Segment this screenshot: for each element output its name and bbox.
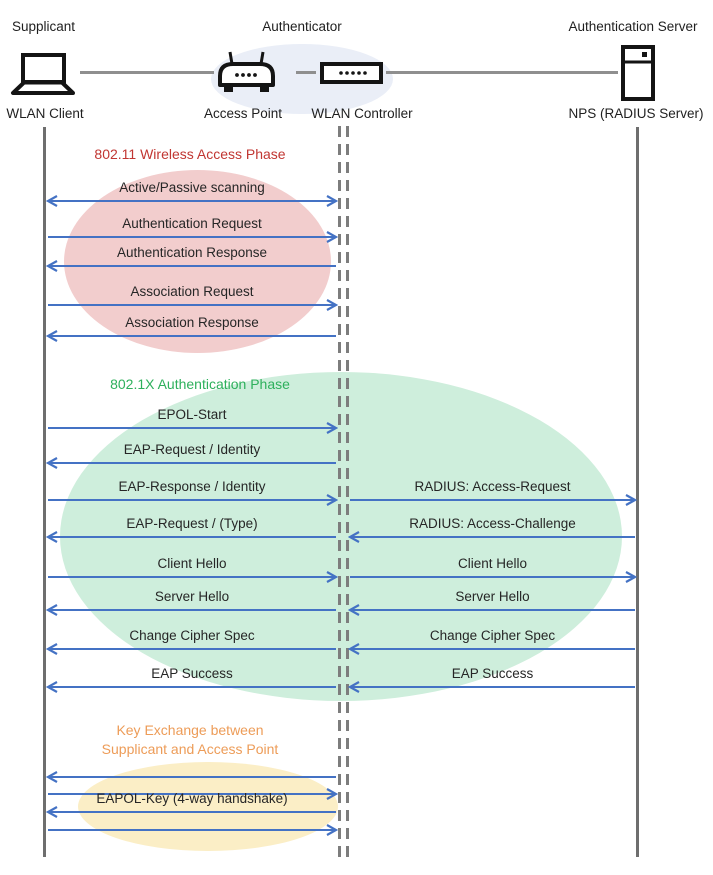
message-label: EAP-Request / Identity [123, 442, 261, 457]
lifeline-authenticator-left [338, 126, 341, 857]
message-label: Association Request [130, 284, 254, 299]
role-authenticator: Authenticator [262, 19, 342, 34]
message-label: EAP Success [151, 666, 233, 681]
message-label: EPOL-Start [157, 407, 227, 422]
message-label: Change Cipher Spec [129, 628, 255, 643]
phase2-title: 802.1X Authentication Phase [110, 376, 290, 392]
phase3-ellipse [78, 762, 338, 851]
connector-ap-controller [296, 71, 316, 74]
message-label: EAP-Request / (Type) [126, 516, 258, 531]
phase3-title: Key Exchange between Supplicant and Acce… [30, 721, 350, 759]
server-icon [621, 45, 655, 101]
message-label: EAP-Response / Identity [118, 479, 266, 494]
phase1-title: 802.11 Wireless Access Phase [94, 146, 286, 162]
device-label-wlan-client: WLAN Client [6, 106, 84, 121]
lifeline-authenticator-right [346, 126, 349, 857]
message-label: Client Hello [157, 556, 227, 571]
phase3-title-line2: Supplicant and Access Point [101, 741, 279, 757]
lifeline-radius-server [636, 127, 639, 857]
message-label: RADIUS: Access-Request [414, 479, 571, 494]
device-label-access-point: Access Point [203, 106, 283, 121]
role-supplicant: Supplicant [12, 19, 76, 34]
message-label: RADIUS: Access-Challenge [409, 516, 576, 531]
connector-client-ap [80, 71, 214, 74]
message-label: Authentication Request [122, 216, 262, 231]
phase3-title-line1: Key Exchange between [116, 722, 264, 738]
message-label: Server Hello [154, 589, 230, 604]
connector-controller-server [386, 71, 618, 74]
access-point-icon [218, 51, 275, 92]
device-label-nps: NPS (RADIUS Server) [568, 106, 704, 121]
message-label: Server Hello [455, 589, 530, 604]
message-label: Client Hello [457, 556, 528, 571]
message-label: Active/Passive scanning [119, 180, 265, 195]
message-label: EAPOL-Key (4-way handshake) [96, 791, 288, 806]
laptop-icon [11, 53, 75, 95]
message-label: Authentication Response [116, 245, 268, 260]
wlan-controller-icon [320, 62, 383, 84]
lifeline-supplicant [43, 127, 46, 857]
message-label: Association Response [125, 315, 259, 330]
role-authentication-server: Authentication Server [568, 19, 698, 34]
message-label: EAP Success [451, 666, 534, 681]
message-label: Change Cipher Spec [429, 628, 556, 643]
device-label-wlan-controller: WLAN Controller [311, 106, 413, 121]
